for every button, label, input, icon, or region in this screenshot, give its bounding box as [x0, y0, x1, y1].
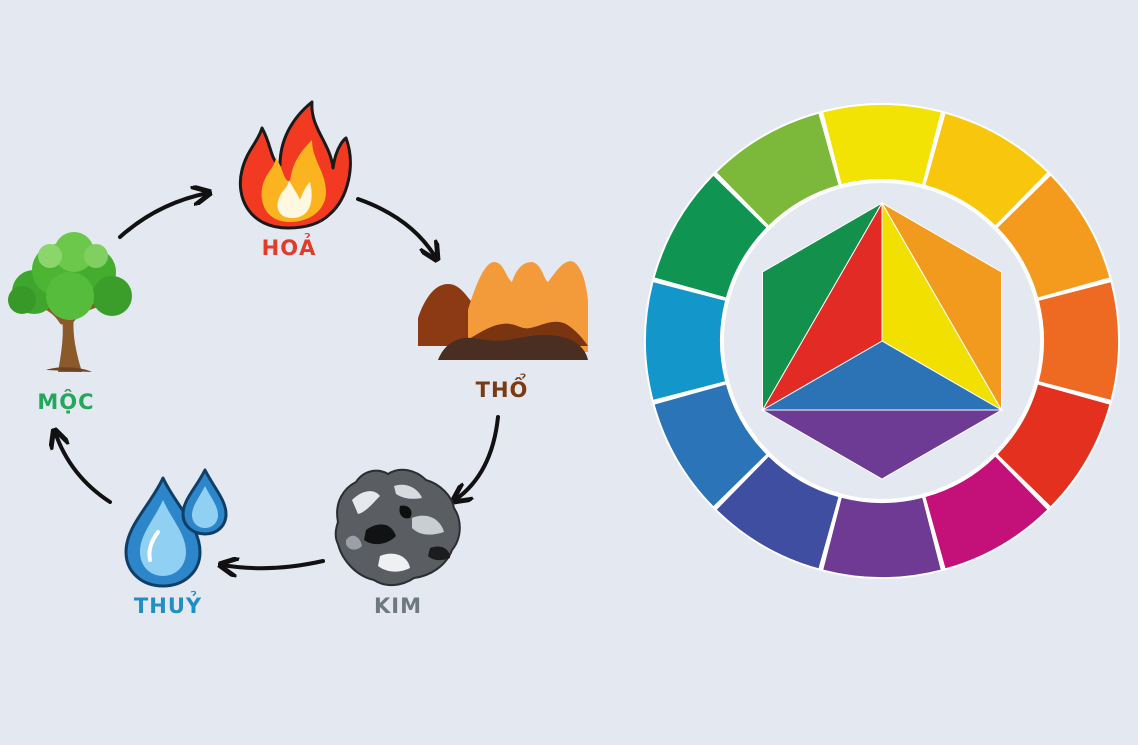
water-drops-icon: [124, 468, 228, 588]
label-moc: MỘC: [37, 390, 95, 414]
wheel-segment: [925, 113, 1048, 226]
wheel-segment: [716, 456, 839, 569]
label-tho: THỔ: [475, 378, 529, 402]
label-thuy: THUỶ: [133, 594, 203, 618]
arrow-moc-to-hoa: [118, 193, 208, 239]
fire-icon: [238, 100, 352, 230]
color-wheel: [644, 103, 1120, 579]
label-kim: KIM: [374, 594, 422, 618]
wheel-segment: [716, 113, 839, 226]
wheel-segment: [654, 384, 767, 507]
wheel-segment: [997, 175, 1110, 298]
color-wheel-ring: [645, 105, 1118, 577]
arrow-thuy-to-moc: [55, 432, 112, 504]
tree-icon: [8, 232, 132, 372]
cycle-arrows: [55, 193, 500, 568]
wheel-segment: [823, 105, 941, 185]
hexagon-green: [761, 201, 884, 412]
label-hoa: HOẢ: [261, 236, 317, 260]
arrow-hoa-to-tho: [356, 197, 436, 258]
hexagon-purple: [760, 409, 1004, 480]
arrow-kim-to-thuy: [222, 561, 325, 568]
wheel-segment: [645, 282, 726, 400]
mountain-icon: [418, 261, 588, 360]
hexagon-orange: [880, 201, 1003, 412]
wheel-segment: [823, 497, 941, 577]
metal-icon: [334, 468, 461, 586]
arrow-tho-to-kim: [455, 415, 500, 500]
wheel-segment: [997, 384, 1110, 507]
wheel-segment: [1038, 282, 1118, 400]
wheel-segment: [925, 456, 1048, 569]
color-wheel-hexagon: [760, 201, 1004, 480]
wheel-segment: [654, 175, 767, 298]
